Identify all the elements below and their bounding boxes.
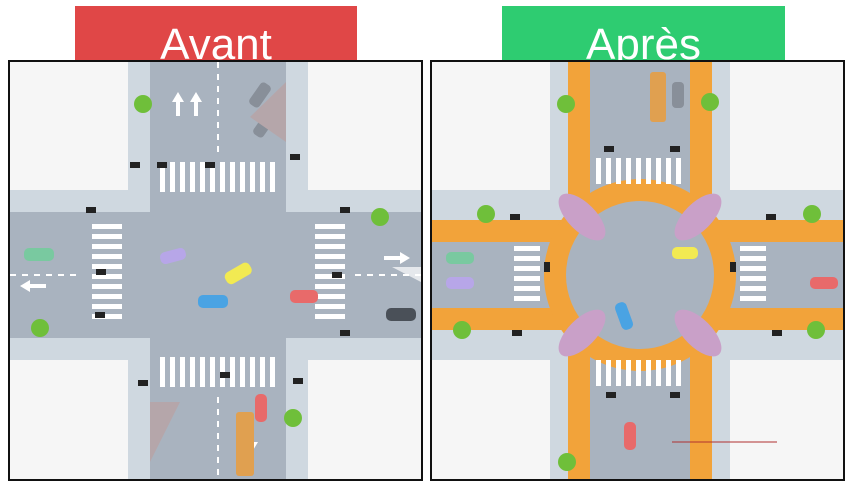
tree-icon (701, 93, 719, 111)
crosswalk-north (596, 158, 681, 184)
car-grey-1 (249, 82, 271, 108)
truck (650, 72, 666, 122)
car-red (810, 277, 838, 289)
crosswalk-south (160, 357, 275, 387)
intersection-after-diagram (432, 62, 843, 479)
crosswalk-east (740, 246, 766, 301)
car-purple (446, 277, 474, 289)
tree-icon (453, 321, 471, 339)
car-yellow (672, 247, 698, 259)
truck (236, 412, 254, 476)
tree-icon (371, 208, 389, 226)
car-green (446, 252, 474, 264)
car-purple (160, 247, 186, 265)
tree-icon (284, 409, 302, 427)
tree-icon (31, 319, 49, 337)
car-yellow (224, 262, 252, 285)
corner-islands (558, 193, 722, 357)
car-grey (672, 82, 684, 108)
crosswalk-west (514, 246, 540, 301)
car-blue (614, 302, 634, 330)
panel-before (8, 60, 423, 481)
crosswalk-east (315, 224, 345, 319)
road-ew (10, 212, 421, 338)
tree-icon (558, 453, 576, 471)
tree-icon (134, 95, 152, 113)
crosswalk-west (92, 224, 122, 319)
tree-icon (477, 205, 495, 223)
traffic-lights (86, 154, 350, 386)
car-red-south (624, 422, 636, 450)
crosswalk-north (160, 162, 275, 192)
tree-icon (807, 321, 825, 339)
panel-after (430, 60, 845, 481)
parking-sw (150, 402, 180, 462)
intersection-before-diagram (10, 62, 421, 479)
tree-icon (557, 95, 575, 113)
traffic-lights (510, 146, 782, 398)
parking-ne (250, 82, 286, 142)
tree-icon (803, 205, 821, 223)
trees (453, 93, 825, 471)
crosswalk-south (596, 360, 681, 386)
car-blue (198, 295, 228, 308)
car-red (290, 290, 318, 303)
car-green (24, 248, 54, 261)
car-dark (386, 308, 416, 321)
car-red-south (255, 394, 267, 422)
